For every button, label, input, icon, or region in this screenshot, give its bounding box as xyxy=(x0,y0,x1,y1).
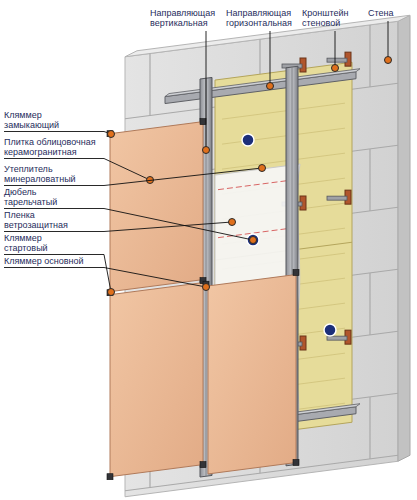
wool-texture xyxy=(222,103,345,119)
part-label-box: Дюбель тарельчатый xyxy=(4,187,84,207)
callout-dot xyxy=(108,289,115,296)
plate-dowel xyxy=(242,134,254,146)
callout-dot xyxy=(332,65,339,72)
leader-line xyxy=(270,31,271,86)
part-label: Стена xyxy=(368,8,408,18)
wall-bracket xyxy=(327,58,347,62)
tile-clamp xyxy=(200,119,206,125)
callout-dot xyxy=(108,131,115,138)
horizontal-guide-top xyxy=(165,69,360,97)
part-label-box: Пленка ветрозащитная xyxy=(4,210,84,230)
wall-side xyxy=(398,15,410,461)
tile-clamp xyxy=(200,462,206,468)
part-label-box: Кляммер стартовый xyxy=(4,233,84,253)
part-label-box: Кляммер основной xyxy=(4,256,84,266)
leader-line xyxy=(388,21,389,60)
callout-dot xyxy=(203,284,210,291)
part-label: Кронштейн стеновой xyxy=(302,8,364,28)
plate-dowel xyxy=(247,234,259,246)
part-label: Направляющая вертикальная xyxy=(150,8,222,28)
leader-line xyxy=(206,31,207,150)
mortar-joint xyxy=(369,273,370,335)
part-label: Утеплитель минераловатный xyxy=(4,164,84,184)
part-label-box: Направляющая вертикальная xyxy=(150,8,222,28)
callout-dot xyxy=(229,219,236,226)
part-label-box: Кронштейн стеновой xyxy=(302,8,364,28)
mortar-joint xyxy=(149,54,150,116)
tile-clamp xyxy=(293,460,299,466)
part-label: Кляммер стартовый xyxy=(4,233,84,253)
ceramic-tile xyxy=(208,275,296,474)
part-label-box: Стена xyxy=(368,8,408,18)
callout-dot xyxy=(250,237,257,244)
mortar-joint xyxy=(369,397,370,459)
part-label: Пленка ветрозащитная xyxy=(4,210,84,230)
part-label: Направляющая горизонтальная xyxy=(226,8,298,28)
wool-texture xyxy=(222,128,345,144)
film-stripe xyxy=(218,180,290,189)
plate-dowel xyxy=(324,324,336,336)
tile-clamp xyxy=(293,270,299,276)
part-label-box: Кляммер замыкающий xyxy=(4,110,84,130)
callout-dot xyxy=(203,147,210,154)
tile-clamp xyxy=(107,474,113,480)
part-label: Кляммер замыкающий xyxy=(4,110,84,130)
mortar-joint xyxy=(369,149,370,211)
leader-line xyxy=(4,132,111,135)
mortar-joint xyxy=(369,25,370,87)
leader-line xyxy=(335,31,336,68)
part-label: Кляммер основной xyxy=(4,256,84,266)
callout-dot xyxy=(267,83,274,90)
leader-line xyxy=(4,268,206,288)
part-label-box: Утеплитель минераловатный xyxy=(4,164,84,184)
callout-dot xyxy=(385,57,392,64)
ceramic-tile xyxy=(110,283,203,477)
part-label: Плитка облицовочная керамогранитная xyxy=(4,137,99,157)
callout-dot xyxy=(259,165,266,172)
wall-bracket xyxy=(327,196,347,200)
horizontal-guide xyxy=(165,72,356,104)
part-label-box: Направляющая горизонтальная xyxy=(226,8,298,28)
ceramic-tile xyxy=(110,122,203,292)
leader-line xyxy=(4,255,111,293)
part-label-box: Плитка облицовочная керамогранитная xyxy=(4,137,99,157)
part-label: Дюбель тарельчатый xyxy=(4,187,84,207)
